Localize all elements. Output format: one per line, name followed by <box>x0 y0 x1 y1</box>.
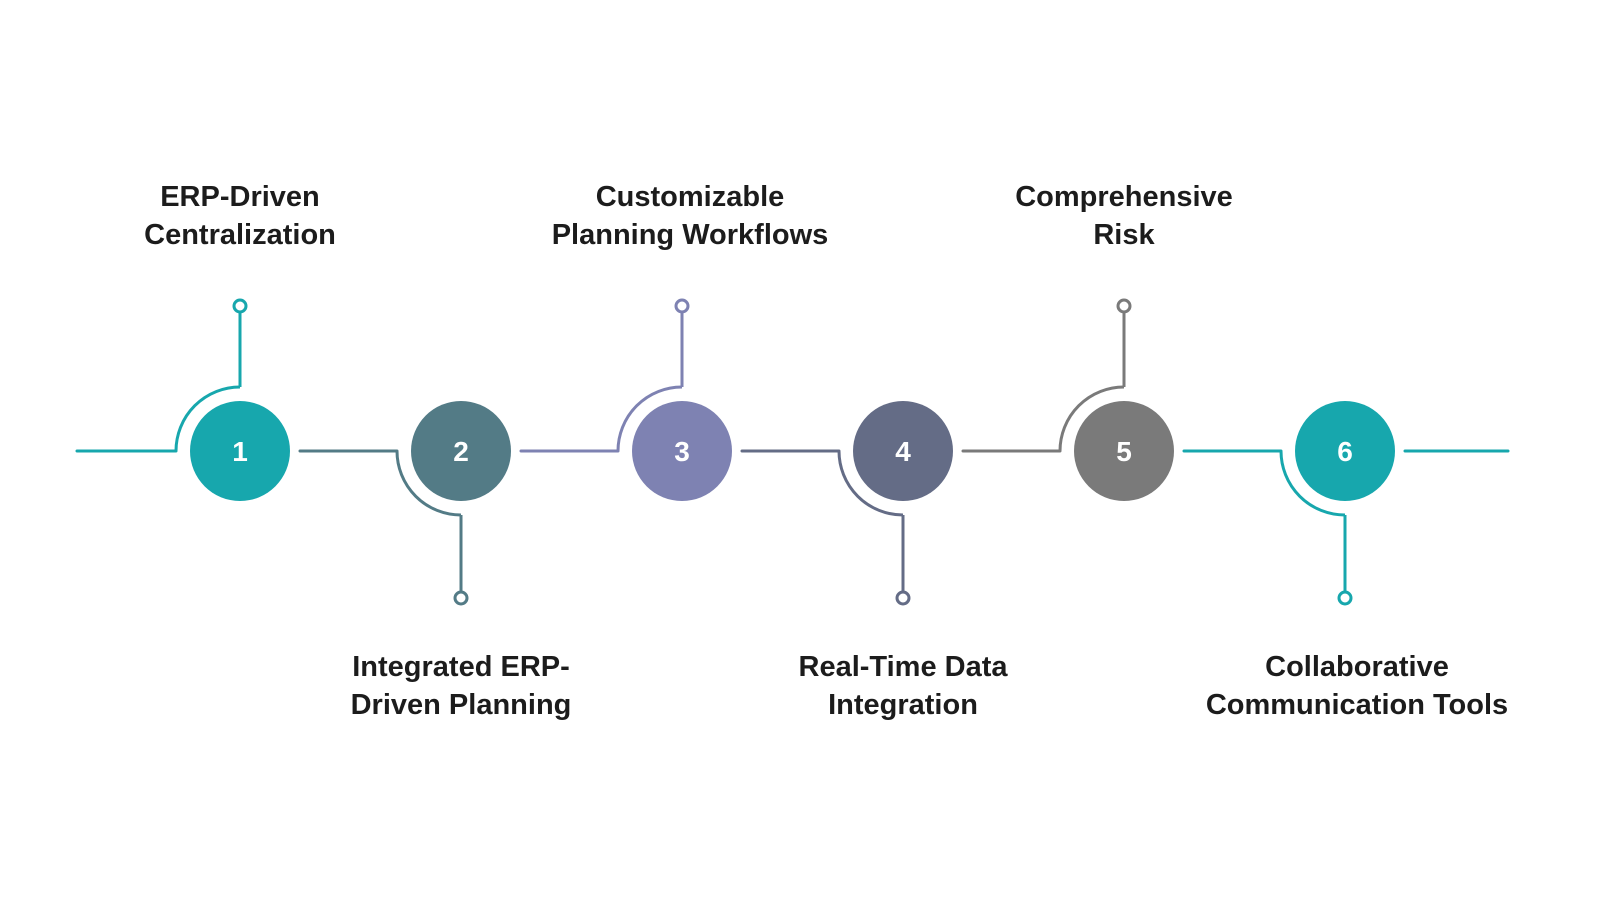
step-label-line: Comprehensive <box>1015 181 1233 213</box>
step-label-line: Communication Tools <box>1205 689 1509 721</box>
step-node-5 <box>1074 401 1174 501</box>
step-number-4: 4 <box>895 436 911 467</box>
stem-endpoint-dot-5 <box>1116 298 1132 314</box>
step-node-4 <box>853 401 953 501</box>
connector-arc-5 <box>1058 385 1125 452</box>
stem-endpoint-dot-3 <box>674 298 690 314</box>
connector-arc-4 <box>837 450 904 517</box>
step-number-5: 5 <box>1116 436 1132 467</box>
connector-arc-6 <box>1279 450 1346 517</box>
step-label-line: Centralization <box>144 219 336 251</box>
step-label-2: Integrated ERP- Driven Planning <box>281 648 641 724</box>
step-label-line: Real-Time Data <box>798 651 1008 683</box>
connector-arc-1 <box>174 385 241 452</box>
step-label-line: Integration <box>828 689 978 721</box>
step-label-line: Integrated ERP- <box>352 651 570 683</box>
step-node-2 <box>411 401 511 501</box>
step-number-1: 1 <box>232 436 248 467</box>
step-node-6 <box>1295 401 1395 501</box>
stem-endpoint-dot-1 <box>232 298 248 314</box>
step-label-line: ERP-Driven <box>160 181 320 213</box>
step-node-1 <box>190 401 290 501</box>
step-label-line: Planning Workflows <box>551 219 829 251</box>
step-number-3: 3 <box>674 436 690 467</box>
step-label-line: Customizable <box>595 181 785 213</box>
step-label-line: Collaborative <box>1265 651 1449 683</box>
stem-endpoint-dot-4 <box>895 590 911 606</box>
step-number-2: 2 <box>453 436 469 467</box>
step-label-line: Driven Planning <box>350 689 572 721</box>
step-node-3 <box>632 401 732 501</box>
connector-arc-2 <box>395 450 462 517</box>
step-label-line: Risk <box>1093 219 1155 251</box>
connector-arc-3 <box>616 385 683 452</box>
stem-endpoint-dot-2 <box>453 590 469 606</box>
step-number-6: 6 <box>1337 436 1353 467</box>
stem-endpoint-dot-6 <box>1337 590 1353 606</box>
